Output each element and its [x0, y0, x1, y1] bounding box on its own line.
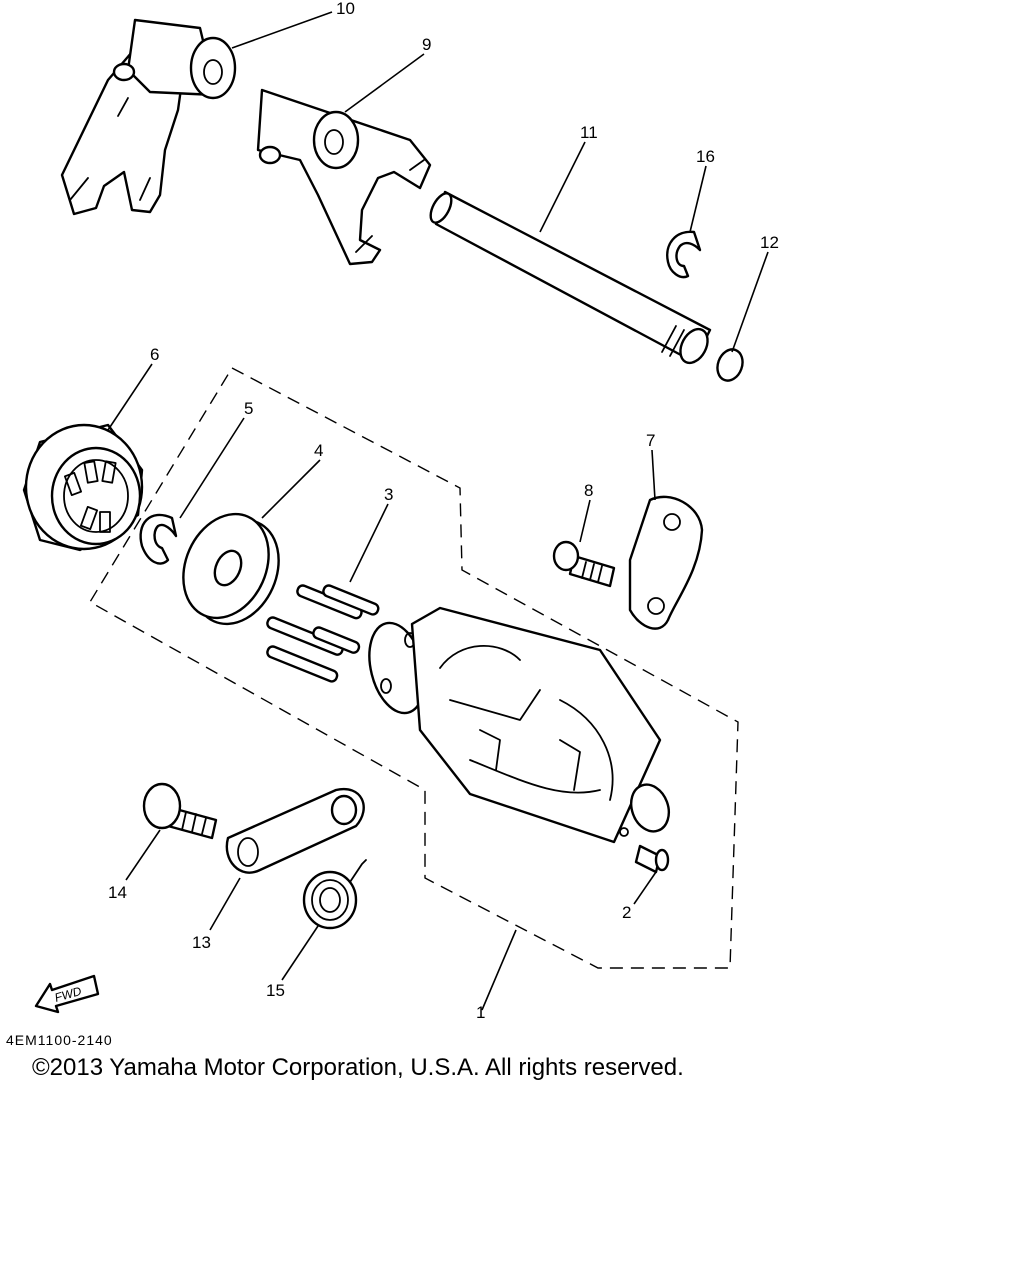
circlip-5 [139, 513, 178, 565]
lever-13 [225, 787, 365, 874]
callout-3: 3 [384, 485, 393, 504]
fwd-arrow-icon: FWD [34, 974, 100, 1014]
callout-7: 7 [646, 431, 655, 450]
shift-fork-10 [60, 18, 237, 216]
screw-14 [142, 782, 218, 840]
shift-fork-9 [256, 88, 432, 266]
plate-7-hole-top [663, 513, 681, 531]
callout-6: 6 [150, 345, 159, 364]
plate-7-hole-bottom [647, 597, 665, 615]
leader-lines [107, 11, 769, 1011]
pins-3 [266, 584, 380, 683]
shift-cam-1 [368, 606, 671, 844]
screw-8 [552, 540, 616, 588]
callout-5: 5 [244, 399, 253, 418]
callout-13: 13 [192, 933, 211, 952]
callout-4: 4 [314, 441, 323, 460]
o-ring-12 [716, 348, 744, 382]
circlip-16 [666, 230, 702, 279]
callout-9: 9 [422, 35, 431, 54]
callout-12: 12 [760, 233, 779, 252]
parts-diagram: 10 9 11 16 12 6 5 4 3 7 8 14 13 15 2 1 F… [22, 0, 779, 1022]
callout-10: 10 [336, 0, 355, 18]
callout-11: 11 [580, 123, 598, 142]
washer-4 [182, 512, 280, 626]
shift-shaft-11 [429, 190, 712, 365]
bearing-6 [22, 423, 144, 552]
callout-8: 8 [584, 481, 593, 500]
plate-7 [628, 495, 704, 630]
callout-1: 1 [476, 1003, 485, 1022]
drawing-code: 4EM1100-2140 [6, 1032, 113, 1048]
spring-15 [302, 859, 367, 930]
copyright-notice: ©2013 Yamaha Motor Corporation, U.S.A. A… [32, 1054, 684, 1081]
pin-2 [634, 844, 670, 874]
callout-2: 2 [622, 903, 631, 922]
callout-15: 15 [266, 981, 285, 1000]
callout-14: 14 [108, 883, 127, 902]
assembly-boundary [89, 367, 739, 969]
callout-16: 16 [696, 147, 715, 166]
